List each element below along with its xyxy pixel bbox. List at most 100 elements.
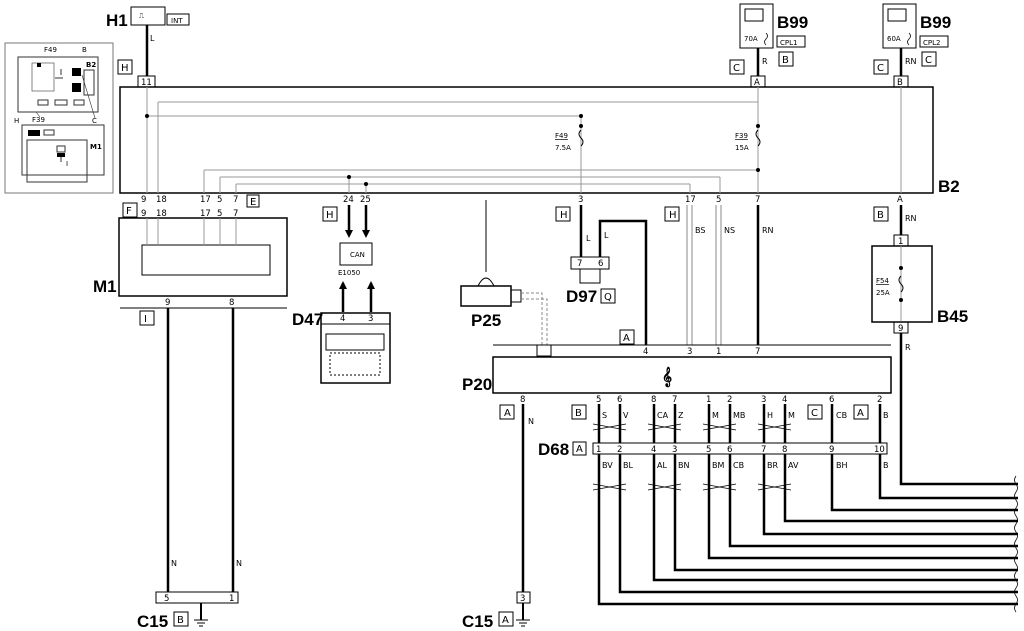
- svg-text:3: 3: [761, 395, 766, 405]
- svg-text:L: L: [586, 234, 591, 243]
- svg-text:9: 9: [898, 324, 903, 334]
- svg-text:5: 5: [596, 395, 601, 405]
- inset-label-m1: M1: [90, 143, 102, 151]
- svg-text:1: 1: [596, 445, 601, 455]
- p25-label: P25: [471, 311, 501, 330]
- h1-label: H1: [106, 11, 128, 30]
- svg-text:8: 8: [229, 298, 234, 308]
- svg-text:8: 8: [651, 395, 656, 405]
- svg-text:R: R: [762, 57, 768, 66]
- svg-text:AL: AL: [657, 461, 667, 470]
- svg-text:9: 9: [829, 445, 834, 455]
- svg-text:B: B: [177, 615, 184, 626]
- svg-text:V: V: [623, 411, 629, 420]
- svg-text:3: 3: [520, 594, 525, 604]
- inset-label-b: B: [82, 46, 87, 54]
- svg-text:H: H: [669, 210, 677, 221]
- switch-icon: ⎍: [139, 12, 144, 20]
- svg-text:I: I: [144, 314, 147, 325]
- svg-text:C: C: [811, 408, 818, 419]
- svg-text:C: C: [925, 55, 932, 66]
- svg-text:BR: BR: [767, 461, 778, 470]
- svg-text:1: 1: [898, 237, 903, 247]
- d97-label: D97: [566, 287, 597, 306]
- svg-text:MB: MB: [733, 411, 745, 420]
- svg-text:8: 8: [782, 445, 787, 455]
- d47-label: D47: [292, 310, 323, 329]
- component-p25: P25: [460, 200, 552, 357]
- svg-text:4: 4: [782, 395, 787, 405]
- component-d68: S V CA Z M MB H M CB B 1 2 4 3 5 6 7 8 9…: [538, 404, 1018, 613]
- svg-text:H: H: [121, 63, 129, 74]
- svg-text:25A: 25A: [876, 289, 890, 297]
- fuse-f39-label: F39: [735, 132, 748, 140]
- inset-label-f49: F49: [44, 46, 57, 54]
- svg-text:E: E: [250, 197, 256, 208]
- svg-text:B: B: [897, 78, 903, 88]
- svg-text:M: M: [712, 411, 719, 420]
- svg-text:70A: 70A: [744, 35, 758, 43]
- svg-text:17: 17: [685, 195, 696, 205]
- svg-text:6: 6: [829, 395, 834, 405]
- svg-text:N: N: [171, 559, 177, 568]
- svg-text:7: 7: [755, 195, 760, 205]
- svg-text:9: 9: [165, 298, 170, 308]
- svg-text:BH: BH: [836, 461, 848, 470]
- svg-text:5: 5: [217, 195, 222, 205]
- svg-text:7: 7: [761, 445, 766, 455]
- c15-b-label: C15: [137, 612, 168, 631]
- svg-text:RN: RN: [905, 57, 917, 66]
- svg-text:CB: CB: [733, 461, 744, 470]
- svg-text:B: B: [782, 55, 789, 66]
- svg-text:Q: Q: [604, 292, 612, 303]
- svg-text:L: L: [604, 231, 609, 240]
- svg-text:A: A: [897, 195, 903, 205]
- can-bus-label: CAN: [350, 251, 365, 259]
- svg-text:25: 25: [360, 195, 371, 205]
- component-p20: 4 3 1 7 𝄞 P20 8 5 6 8 7 1 2 3 4 6 2 A B …: [462, 344, 892, 420]
- b45-label: B45: [937, 307, 968, 326]
- svg-text:B: B: [883, 411, 889, 420]
- svg-text:AV: AV: [788, 461, 799, 470]
- b99a-label: B99: [777, 13, 808, 32]
- inset-label-h: H: [14, 117, 19, 125]
- svg-text:9: 9: [141, 195, 146, 205]
- p20-clef-icon: 𝄞: [662, 366, 672, 388]
- fuse-f54-label: F54: [876, 277, 889, 285]
- p20-label: P20: [462, 375, 492, 394]
- svg-text:17: 17: [200, 209, 211, 219]
- svg-text:H: H: [326, 210, 334, 221]
- svg-text:9: 9: [141, 209, 146, 219]
- fuse-f49-label: F49: [555, 132, 568, 140]
- svg-text:4: 4: [643, 347, 648, 357]
- b2-to-p20-wires: H BS NS RN A: [619, 205, 774, 345]
- svg-text:A: A: [502, 615, 509, 626]
- svg-text:CPL1: CPL1: [780, 39, 797, 47]
- svg-text:Z: Z: [678, 411, 684, 420]
- e1050-label: E1050: [338, 269, 360, 277]
- inset-label-f39: F39: [32, 116, 45, 124]
- svg-text:A: A: [857, 408, 864, 419]
- component-d97: H L L 7 6 D97 Q: [555, 205, 648, 345]
- svg-text:R: R: [905, 343, 911, 352]
- svg-text:3: 3: [672, 445, 677, 455]
- svg-text:4: 4: [340, 314, 345, 324]
- svg-text:H: H: [560, 210, 568, 221]
- svg-text:1: 1: [716, 347, 721, 357]
- svg-text:3: 3: [368, 314, 373, 324]
- inset-label-i: I: [66, 160, 68, 168]
- svg-text:A: A: [576, 444, 583, 455]
- svg-text:A: A: [623, 333, 630, 344]
- h1-int-label: INT: [171, 17, 183, 25]
- svg-text:CB: CB: [836, 411, 847, 420]
- svg-text:5: 5: [164, 594, 169, 604]
- svg-text:60A: 60A: [887, 35, 901, 43]
- svg-text:8: 8: [520, 395, 525, 405]
- svg-text:N: N: [528, 417, 534, 426]
- svg-text:6: 6: [727, 445, 732, 455]
- svg-text:BN: BN: [678, 461, 689, 470]
- d68-label: D68: [538, 440, 569, 459]
- svg-text:5: 5: [217, 209, 222, 219]
- svg-text:BV: BV: [602, 461, 613, 470]
